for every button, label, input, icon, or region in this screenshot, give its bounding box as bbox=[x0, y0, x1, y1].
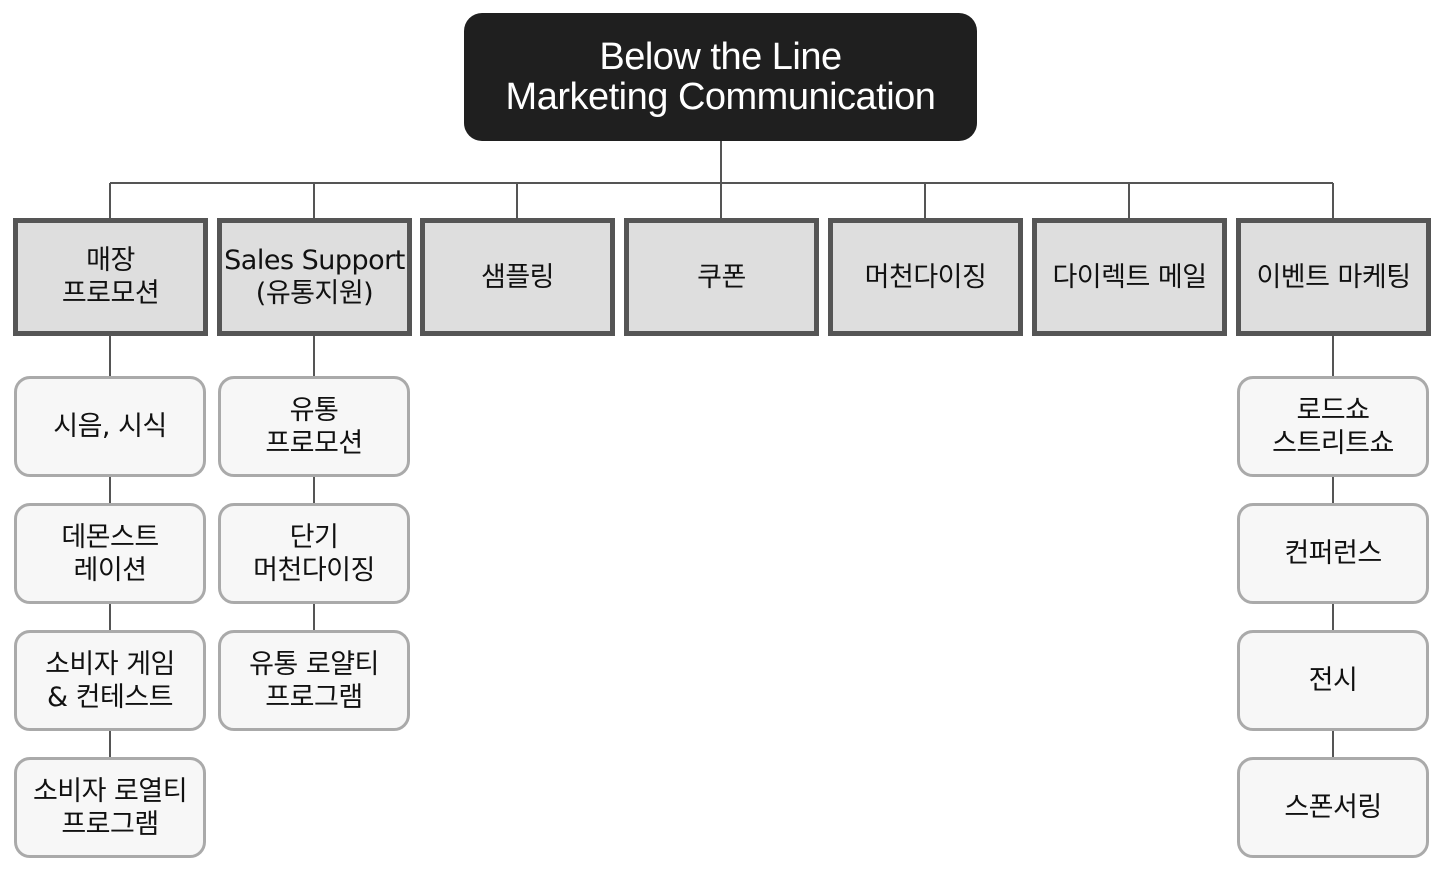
category-label: 쿠폰 bbox=[697, 261, 746, 293]
child-node: 로드쇼 스트리트쇼 bbox=[1237, 376, 1429, 477]
child-node: 스폰서링 bbox=[1237, 757, 1429, 858]
root-title: Below the Line Marketing Communication bbox=[505, 36, 936, 118]
child-node: 데몬스트 레이션 bbox=[14, 503, 206, 604]
root-node: Below the Line Marketing Communication bbox=[464, 13, 977, 141]
category-node-store-promotion: 매장 프로모션 bbox=[13, 218, 208, 336]
child-label: 유통 프로모션 bbox=[265, 394, 363, 459]
child-label: 스폰서링 bbox=[1284, 792, 1382, 823]
category-node-sampling: 샘플링 bbox=[420, 218, 615, 336]
child-label: 시음, 시식 bbox=[53, 411, 167, 442]
category-label: 매장 프로모션 bbox=[61, 245, 160, 309]
child-node: 전시 bbox=[1237, 630, 1429, 731]
category-label: 머천다이징 bbox=[864, 261, 987, 293]
category-label: 이벤트 마케팅 bbox=[1256, 261, 1411, 293]
child-label: 로드쇼 스트리트쇼 bbox=[1272, 394, 1394, 459]
child-label: 단기 머천다이징 bbox=[253, 521, 375, 586]
child-node: 유통 로얄티 프로그램 bbox=[218, 630, 410, 731]
child-label: 데몬스트 레이션 bbox=[61, 521, 159, 586]
category-label: 샘플링 bbox=[480, 261, 555, 293]
child-node: 시음, 시식 bbox=[14, 376, 206, 477]
category-node-merchandising: 머천다이징 bbox=[828, 218, 1023, 336]
child-node: 유통 프로모션 bbox=[218, 376, 410, 477]
child-node: 단기 머천다이징 bbox=[218, 503, 410, 604]
category-node-coupon: 쿠폰 bbox=[624, 218, 819, 336]
child-label: 유통 로얄티 프로그램 bbox=[249, 648, 379, 713]
child-node: 소비자 게임 & 컨테스트 bbox=[14, 630, 206, 731]
category-label: Sales Support (유통지원) bbox=[224, 245, 405, 309]
child-label: 전시 bbox=[1308, 665, 1358, 696]
child-label: 소비자 게임 & 컨테스트 bbox=[45, 648, 175, 713]
child-label: 컨퍼런스 bbox=[1284, 538, 1382, 569]
category-node-sales-support: Sales Support (유통지원) bbox=[217, 218, 412, 336]
child-label: 소비자 로열티 프로그램 bbox=[32, 775, 188, 840]
category-node-direct-mail: 다이렉트 메일 bbox=[1032, 218, 1227, 336]
child-node: 컨퍼런스 bbox=[1237, 503, 1429, 604]
child-node: 소비자 로열티 프로그램 bbox=[14, 757, 206, 858]
category-label: 다이렉트 메일 bbox=[1052, 261, 1207, 293]
category-node-event-marketing: 이벤트 마케팅 bbox=[1236, 218, 1431, 336]
